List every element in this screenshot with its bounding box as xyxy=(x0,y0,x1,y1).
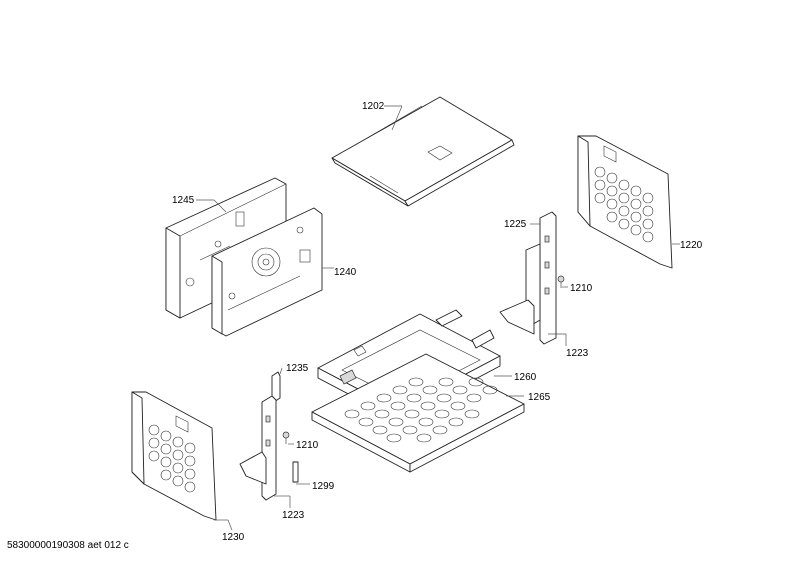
label-1235: 1235 xyxy=(286,363,309,374)
label-1225: 1225 xyxy=(504,219,527,230)
label-1245: 1245 xyxy=(172,195,195,206)
part-left-rail xyxy=(239,371,281,501)
part-labels: 1202 1245 1240 1225 1220 1210 1223 1260 … xyxy=(172,101,703,543)
part-1240-fan-plate xyxy=(211,207,323,337)
part-screw-left xyxy=(282,431,290,444)
label-1223-left: 1223 xyxy=(282,510,305,521)
label-1230: 1230 xyxy=(222,532,245,543)
part-1299-clip xyxy=(292,461,299,483)
drawing-reference-code: 58300000190308 aet 012 c xyxy=(7,540,129,551)
part-1265-bottom-tray xyxy=(311,353,525,473)
label-1240: 1240 xyxy=(334,267,357,278)
label-1210-left: 1210 xyxy=(296,440,319,451)
label-1210-right: 1210 xyxy=(570,283,593,294)
part-1220-side-wall xyxy=(577,135,673,269)
label-1265: 1265 xyxy=(528,392,551,403)
leader-lines xyxy=(196,105,680,531)
part-screw-right xyxy=(557,275,565,288)
part-1230-side-wall xyxy=(131,391,217,521)
part-right-rail xyxy=(499,211,557,345)
label-1299: 1299 xyxy=(312,481,335,492)
label-1220: 1220 xyxy=(680,240,703,251)
label-1260: 1260 xyxy=(514,372,537,383)
label-1223-right: 1223 xyxy=(566,348,589,359)
part-top-cover xyxy=(331,96,515,207)
label-1202: 1202 xyxy=(362,101,385,112)
